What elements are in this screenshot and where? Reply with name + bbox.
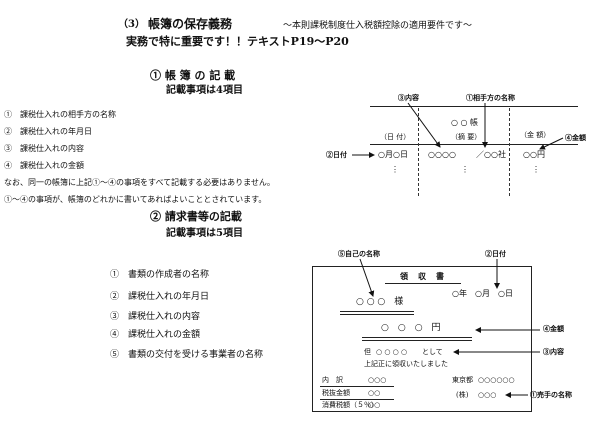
invoice-item-1: ① 書類の作成者の名称 — [110, 270, 210, 280]
receipt-tax-value: ○○ — [368, 401, 381, 409]
books-note-1: なお、同一の帳簿に上記①～④の事項をすべて記載する必要はありません。 — [4, 178, 275, 187]
books-note-2: ①～④の事項が、帳簿のどれかに書いてあればよいこととされています。 — [4, 195, 267, 204]
ledger-col-date: （日 付） — [380, 133, 411, 141]
receipt-label-date: ②日付 — [485, 249, 506, 258]
receipt-breakdown-value: ○○○ — [368, 376, 387, 384]
invoice-count-line: 記載事項は5項目 — [166, 228, 243, 239]
receipt-purpose-value: ○ ○ ○ ○ — [376, 348, 408, 356]
receipt-purpose-suffix: として — [422, 348, 443, 356]
receipt-amount-line-1 — [362, 337, 472, 338]
receipt-title-underline — [385, 283, 461, 284]
books-item-4: ④ 課税仕入れの金額 — [4, 161, 84, 170]
receipt-addressee: ○ ○ ○ 様 — [356, 297, 404, 307]
ledger-ellipsis-3: ⋮ — [532, 165, 540, 174]
ledger-arrow-amount — [539, 137, 564, 150]
ledger-divider-2 — [509, 108, 510, 196]
books-heading: ① 帳 簿 の 記 載 — [150, 69, 236, 82]
ledger-label-partner: ①相手方の名称 — [466, 93, 515, 102]
receipt-label-amount: ④金額 — [543, 324, 564, 333]
invoice-heading: ② 請求書等の記載 — [150, 210, 242, 223]
receipt-tax-label: 消費税額（５％） — [322, 401, 378, 409]
receipt-received-text: 上記正に領収いたしました — [364, 360, 448, 368]
ledger-ellipsis-2: ⋮ — [461, 165, 469, 174]
ledger-col-amount: （金 額） — [520, 131, 551, 139]
ledger-row-partner: ／○○社 — [476, 150, 506, 159]
receipt-label-own-name: ⑤自己の名称 — [338, 249, 380, 258]
receipt-issuer-address: ○○○○○○ — [478, 376, 515, 384]
ledger-label-amount: ④金額 — [565, 133, 586, 142]
receipt-issuer-company: ○○○ — [478, 391, 497, 399]
section-number: （3） — [118, 19, 145, 30]
books-count-line: 記載事項は4項目 — [166, 85, 243, 96]
receipt-label-seller: ①売手の名称 — [530, 390, 572, 399]
receipt-issuer-address-prefix: 東京都 — [452, 376, 473, 384]
receipt-frame — [312, 266, 532, 412]
ledger-col-summary: （摘 要） — [451, 133, 482, 141]
ledger-ellipsis-1: ⋮ — [391, 165, 399, 174]
receipt-addressee-line-1 — [340, 311, 414, 312]
receipt-purpose-prefix: 但 — [364, 348, 371, 356]
section-title: 帳簿の保存義務 — [148, 17, 233, 31]
receipt-breakdown-label: 内 訳 — [322, 376, 343, 384]
receipt-arrow-own-name — [359, 258, 375, 297]
invoice-item-5: ⑤ 書類の交付を受ける事業者の名称 — [110, 350, 264, 360]
ledger-label-content: ③内容 — [398, 93, 419, 102]
receipt-title: 領 収 書 — [400, 271, 445, 281]
receipt-amount: ○ ○ ○ 円 — [381, 323, 441, 333]
section-subtitle: ～本則課税制度仕入税額控除の適用要件です～ — [283, 21, 473, 31]
receipt-taxable-line — [320, 399, 394, 400]
ledger-book-title: ○ ○ 帳 — [451, 118, 479, 127]
ledger-header-line — [370, 144, 578, 145]
ledger-row-date: ○月○日 — [378, 150, 408, 159]
invoice-item-2: ② 課税仕入れの年月日 — [110, 292, 210, 302]
ledger-row-amount: ○○円 — [523, 150, 545, 159]
invoice-item-4: ④ 課税仕入れの金額 — [110, 330, 201, 340]
receipt-taxable-value: ○○ — [368, 389, 381, 397]
receipt-label-content: ③内容 — [543, 347, 564, 356]
receipt-addressee-line-2 — [340, 314, 414, 315]
ledger-arrow-content — [407, 102, 441, 148]
ledger-divider-1 — [418, 108, 419, 196]
receipt-date: ○年 ○月 ○日 — [452, 289, 513, 298]
books-item-2: ② 課税仕入れの年月日 — [4, 127, 92, 136]
books-item-1: ① 課税仕入れの相手方の名称 — [4, 110, 116, 119]
receipt-issuer-company-prefix: (株) — [456, 391, 469, 399]
invoice-item-3: ③ 課税仕入れの内容 — [110, 312, 201, 322]
ledger-label-date: ②日付 — [326, 150, 347, 159]
receipt-breakdown-line — [320, 386, 394, 387]
books-item-3: ③ 課税仕入れの内容 — [4, 144, 84, 153]
receipt-amount-line-2 — [362, 340, 472, 341]
ledger-top-line — [370, 106, 578, 107]
ledger-row-content: ○○○○ — [428, 150, 456, 159]
receipt-taxable-label: 税抜金額 — [322, 389, 350, 397]
emphasis-line: 実務で特に重要です！！テキストP19～P20 — [126, 35, 349, 48]
